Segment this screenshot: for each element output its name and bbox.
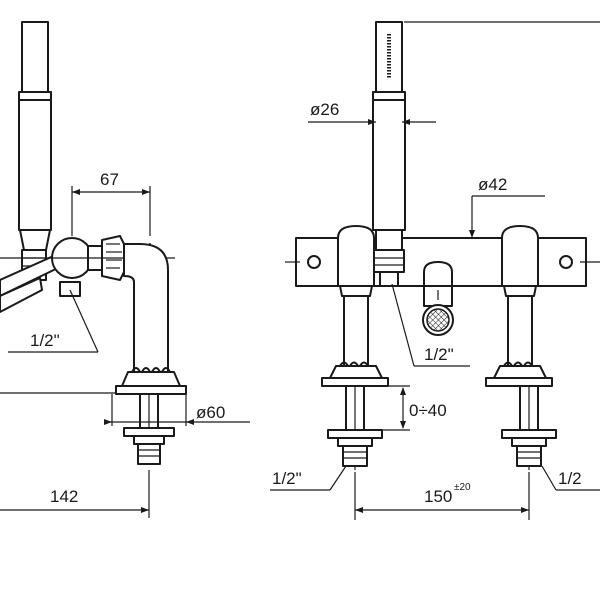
right-dim-26: ø26 — [308, 100, 436, 125]
right-dim-outlet-thread: 1/2" — [391, 283, 470, 367]
right-left-fixing-rod — [327, 385, 383, 470]
right-shower-holder — [373, 229, 405, 287]
right-hand-shower — [372, 21, 600, 231]
left-dim-67: 67 — [71, 170, 151, 236]
dim-150-label: 150 — [424, 487, 452, 506]
dim-thread-left-label: 1/2" — [272, 469, 302, 488]
left-fixing-rod — [123, 393, 175, 465]
right-spout-outlet — [422, 261, 454, 336]
right-dim-thread-left: 1/2" — [270, 465, 347, 491]
right-right-fixing-rod — [501, 385, 557, 470]
right-dim-adjust: 0÷40 — [382, 385, 447, 431]
left-base-flange — [115, 367, 187, 395]
left-dim-60: ø60 — [0, 392, 250, 426]
dim-150-tolerance: ±20 — [454, 482, 471, 493]
left-side-view: 67 1/2" ø60 142 — [0, 21, 250, 518]
dim-42-label: ø42 — [478, 175, 507, 194]
right-left-column — [321, 225, 389, 387]
left-hand-shower — [18, 21, 52, 251]
left-dim-thread: 1/2" — [8, 289, 99, 353]
dim-left-thread-label: 1/2" — [30, 331, 60, 350]
left-riser-pipe — [123, 243, 169, 373]
left-dim-142: 142 — [0, 470, 150, 518]
dim-outlet-thread-label: 1/2" — [424, 345, 454, 364]
right-front-view: ø26 ø42 1/2" 0÷40 1/2" — [270, 21, 600, 520]
dim-26-label: ø26 — [310, 100, 339, 119]
right-dim-150: 150 ±20 — [354, 472, 530, 520]
right-dim-42: ø42 — [469, 175, 545, 238]
right-right-column — [485, 225, 553, 387]
right-dim-thread-right: 1/2 — [541, 465, 600, 491]
dim-thread-right-label: 1/2 — [558, 469, 582, 488]
dim-67-label: 67 — [100, 170, 119, 189]
dim-adjust-label: 0÷40 — [409, 401, 447, 420]
dim-142-label: 142 — [50, 487, 78, 506]
dim-60-label: ø60 — [196, 403, 225, 422]
